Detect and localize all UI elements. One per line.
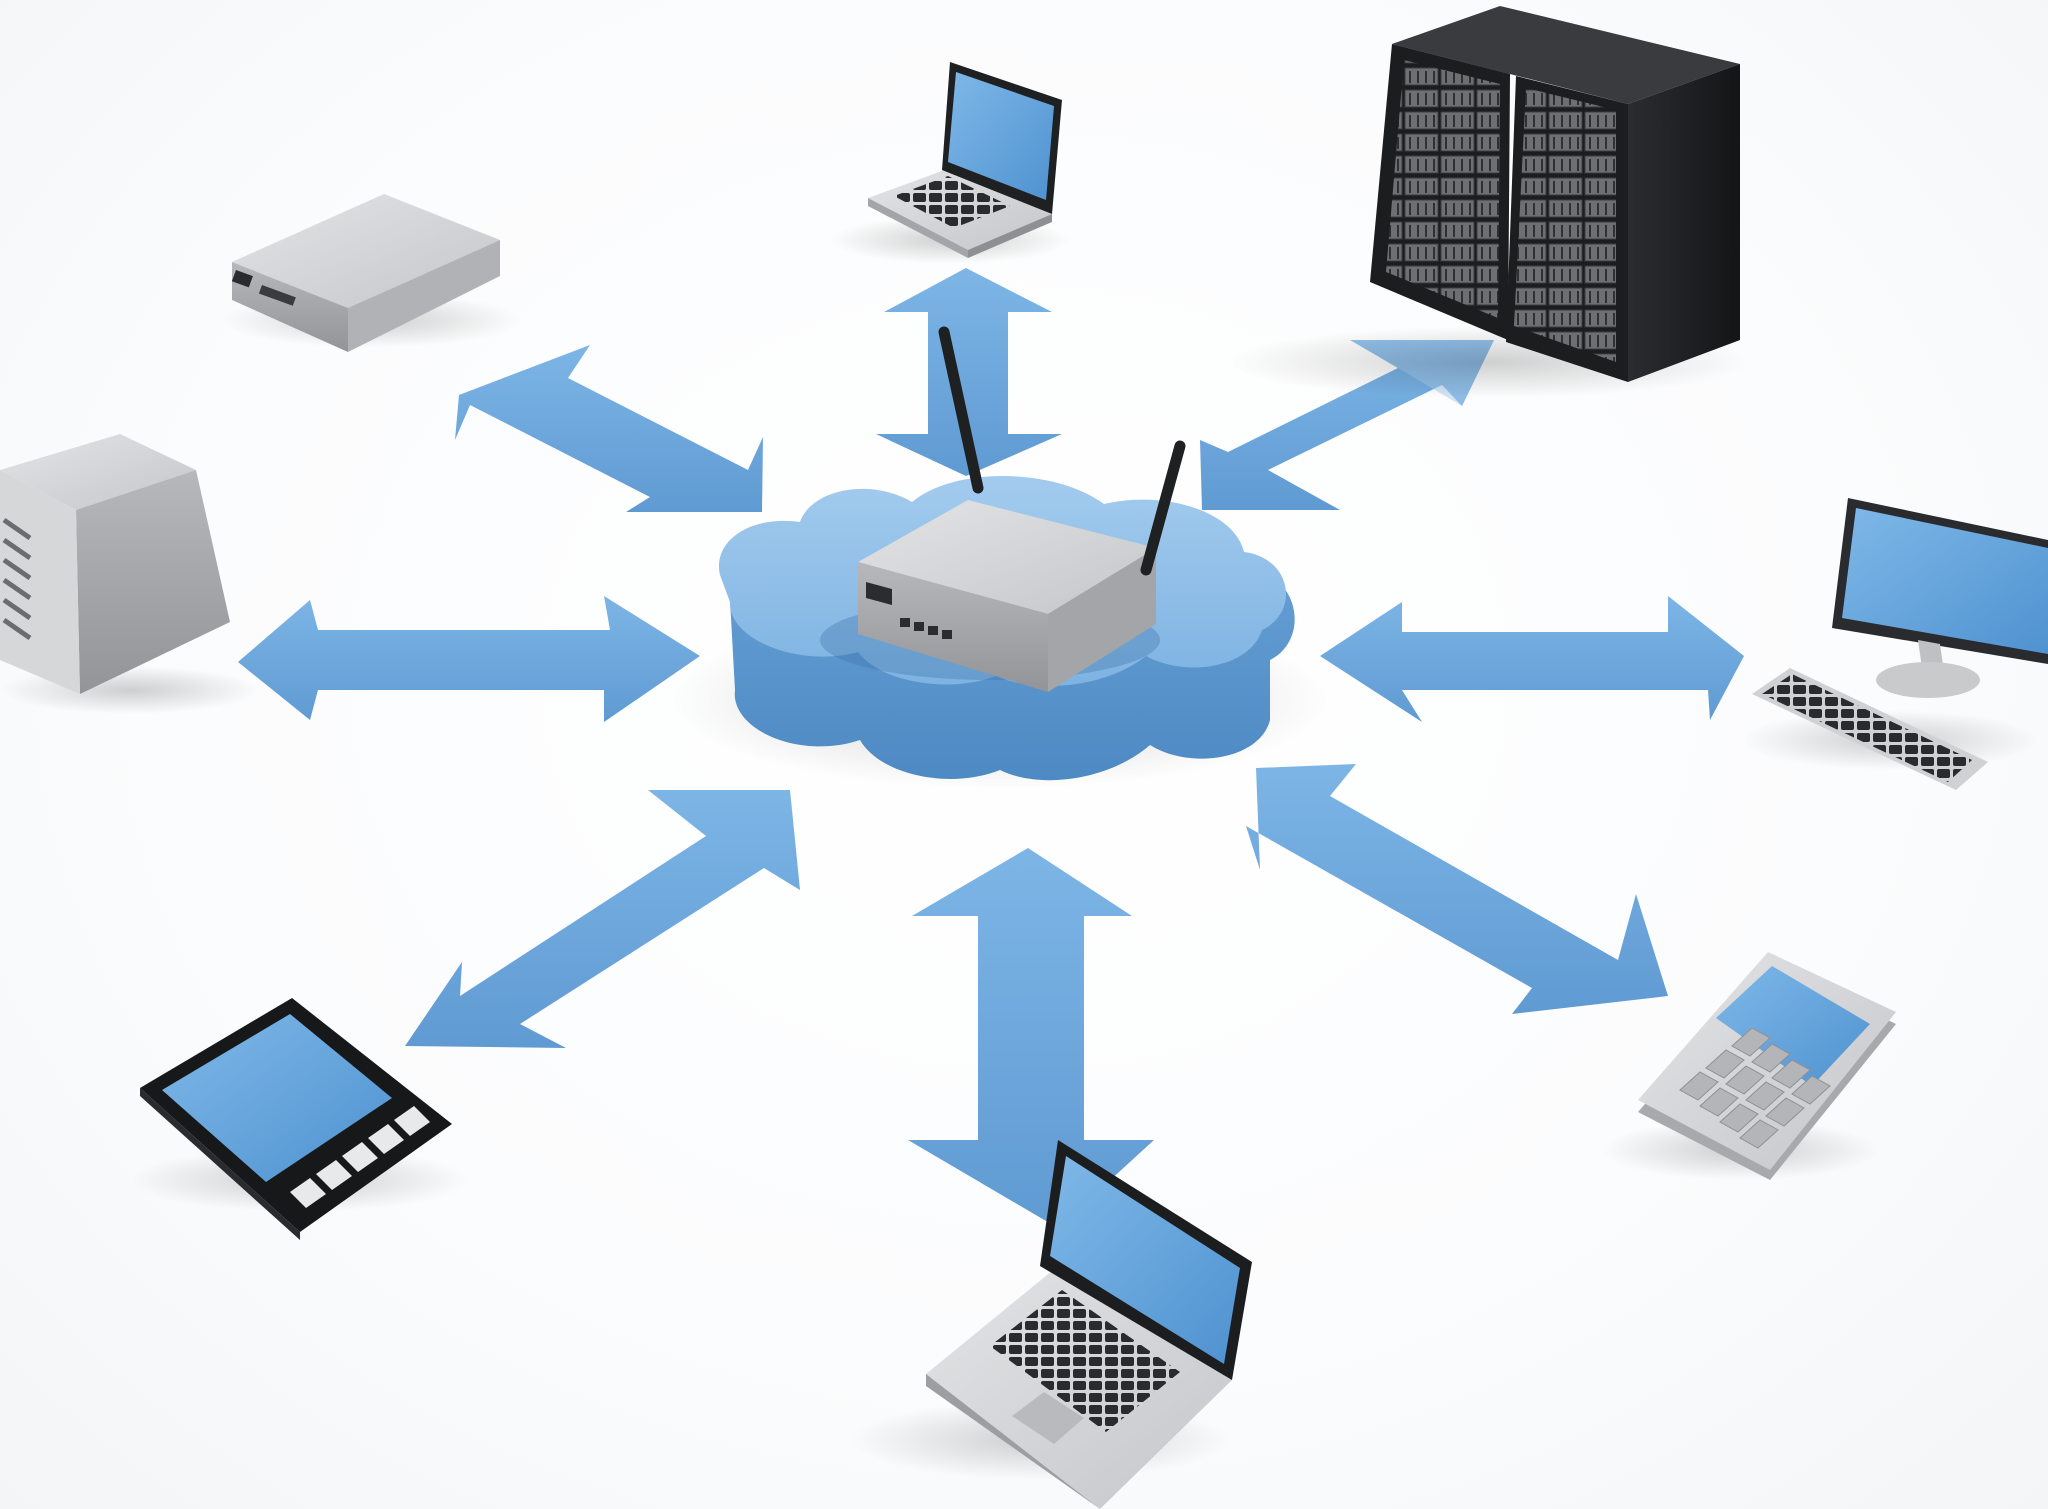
tower-server-icon bbox=[0, 434, 230, 694]
router-antenna-left bbox=[938, 326, 984, 494]
tower-server bbox=[0, 434, 260, 714]
hub-cloud bbox=[670, 326, 1330, 790]
router-antenna-right bbox=[1140, 440, 1186, 576]
mobile-phone bbox=[1600, 952, 1896, 1180]
network-appliance-icon bbox=[231, 194, 500, 352]
arrow-to-tower-server bbox=[238, 596, 700, 722]
set-top-box bbox=[222, 194, 522, 352]
router-icon bbox=[858, 326, 1186, 692]
server-rack bbox=[1230, 6, 1750, 398]
laptop-icon bbox=[868, 62, 1062, 258]
arrow-to-set-top-box bbox=[455, 345, 763, 512]
laptop-top bbox=[830, 62, 1070, 264]
desktop-pc bbox=[1740, 498, 2048, 790]
mobile-phone-icon bbox=[1638, 952, 1896, 1180]
arrow-to-laptop-top bbox=[876, 268, 1062, 476]
arrow-to-desktop-pc bbox=[1320, 596, 1744, 722]
laptop-icon bbox=[926, 1140, 1252, 1509]
arrow-to-tablet bbox=[405, 790, 800, 1048]
tablet-icon bbox=[140, 998, 452, 1240]
server-rack-icon bbox=[1370, 6, 1740, 382]
tablet bbox=[130, 998, 470, 1240]
laptop-bottom bbox=[850, 1140, 1252, 1509]
arrow-to-mobile-phone bbox=[1246, 764, 1668, 1014]
connection-arrows bbox=[238, 268, 1744, 1228]
arrow-to-laptop-bottom bbox=[908, 848, 1154, 1228]
desktop-monitor-icon bbox=[1752, 498, 2048, 790]
